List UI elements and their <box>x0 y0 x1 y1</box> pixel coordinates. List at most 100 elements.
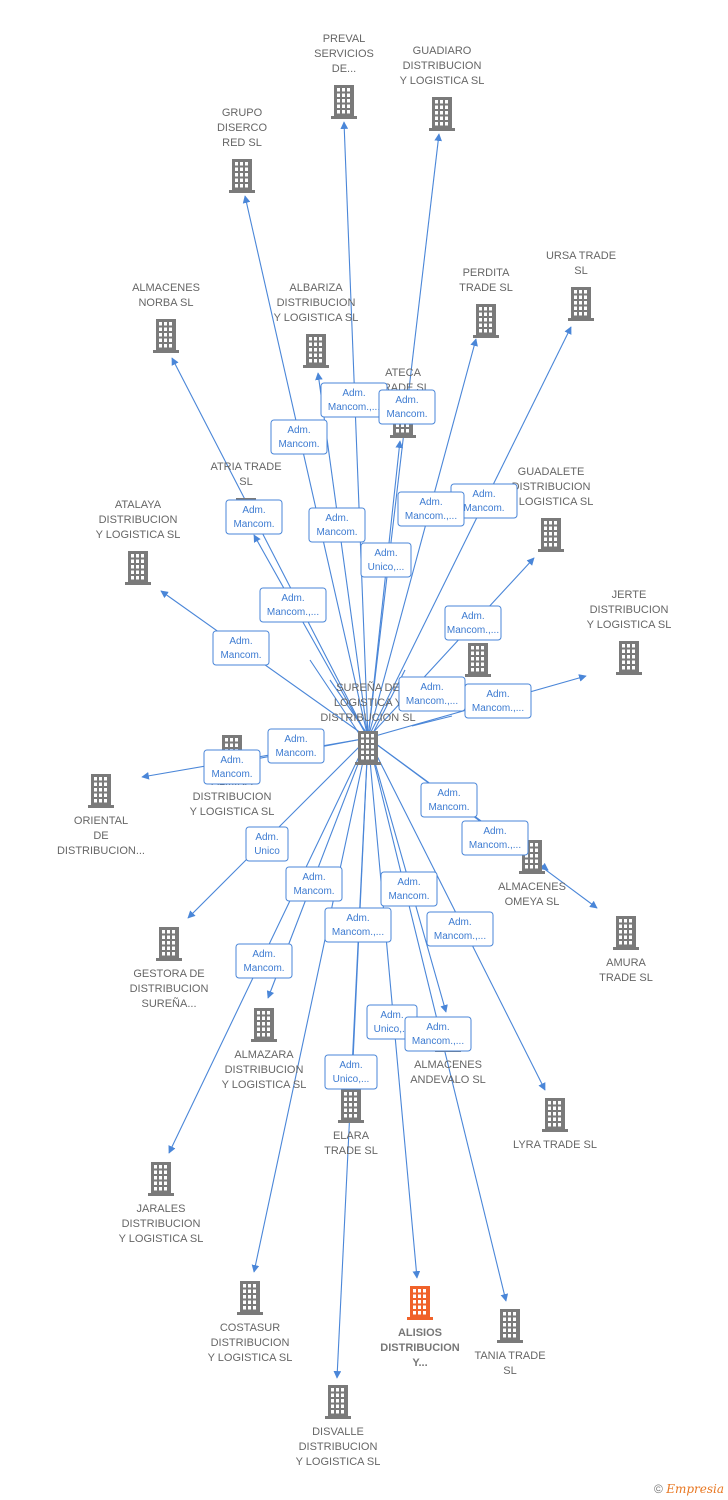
relation-label[interactable]: Adm.Mancom. <box>235 943 293 979</box>
edge-norba <box>171 357 369 739</box>
relation-label[interactable]: Adm.Mancom. <box>450 483 518 519</box>
building-icon <box>303 334 329 368</box>
building-icon <box>473 304 499 338</box>
relation-label[interactable]: Adm.Mancom.,... <box>398 676 466 712</box>
brand-logo[interactable]: Empresia <box>666 1482 724 1496</box>
node-preval[interactable]: PREVALSERVICIOSDE... <box>314 33 374 119</box>
building-icon <box>237 1281 263 1315</box>
relation-label[interactable]: Adm.Unico <box>245 826 289 862</box>
relation-label[interactable]: Adm.Mancom.,... <box>404 1016 472 1052</box>
relation-text: Adm. <box>380 1010 403 1021</box>
relation-label[interactable]: Adm.Mancom. <box>380 871 438 907</box>
node-label-line: DISTRIBUCION <box>277 297 356 309</box>
relation-label[interactable]: Adm.Mancom. <box>420 782 478 818</box>
node-label-line: SL <box>574 265 587 277</box>
node-label-line: ORIENTAL <box>74 815 128 827</box>
relation-text: Unico,... <box>374 1024 411 1035</box>
node-label-line: NORBA SL <box>138 297 193 309</box>
relation-text: Unico,... <box>368 562 405 573</box>
relation-text: Mancom. <box>211 769 252 780</box>
relation-text: Adm. <box>220 755 243 766</box>
node-label-line: DE... <box>332 63 356 75</box>
edge-grupo <box>242 195 369 739</box>
relation-text: Mancom. <box>278 439 319 450</box>
relation-label[interactable]: Adm.Mancom.,... <box>259 587 327 623</box>
node-label-line: ALMACENES <box>414 1059 482 1071</box>
building-icon <box>148 1162 174 1196</box>
relation-label[interactable]: Adm.Unico,... <box>324 1054 378 1090</box>
relation-label[interactable]: Adm.Mancom.,... <box>426 911 494 947</box>
node-label-line: ALMACENES <box>132 282 200 294</box>
node-label-line: DISTRIBUCION <box>225 1064 304 1076</box>
node-label-line: ALISIOS <box>398 1327 442 1339</box>
node-alisios[interactable]: ALISIOSDISTRIBUCIONY... <box>380 1286 460 1369</box>
relation-label[interactable]: Adm.Mancom.,... <box>324 907 392 943</box>
relation-text: Adm. <box>302 872 325 883</box>
node-label-line: ALBARIZA <box>289 282 343 294</box>
relation-text: Adm. <box>281 593 304 604</box>
node-label-line: DISTRIBUCION <box>299 1441 378 1453</box>
node-hidden[interactable] <box>465 643 491 677</box>
node-label-line: LYRA TRADE SL <box>513 1139 597 1151</box>
relation-label[interactable]: Adm.Mancom. <box>308 507 366 543</box>
relation-label[interactable]: Adm.Mancom. <box>225 499 283 535</box>
node-label-line: ALMAZARA <box>234 1049 294 1061</box>
relation-text: Adm. <box>448 917 471 928</box>
node-label-line: DISTRIBUCION <box>211 1337 290 1349</box>
edge-atria <box>253 534 369 739</box>
building-icon <box>338 1089 364 1123</box>
node-label-line: DISTRIBUCION <box>590 604 669 616</box>
relation-text: Mancom. <box>388 891 429 902</box>
relation-label[interactable]: Adm.Mancom. <box>378 389 436 425</box>
node-gestora[interactable]: GESTORA DEDISTRIBUCIONSUREÑA... <box>130 927 209 1010</box>
node-label-line: ELARA <box>333 1130 370 1142</box>
relation-label[interactable]: Adm.Mancom.,... <box>320 382 388 418</box>
node-lyra[interactable]: LYRA TRADE SL <box>513 1098 597 1151</box>
relation-label[interactable]: Adm.Mancom.,... <box>444 605 502 641</box>
relation-text: Mancom. <box>293 886 334 897</box>
relation-label[interactable]: Adm. Unico,... <box>360 542 412 578</box>
relation-text: Adm. <box>486 689 509 700</box>
node-label-line: TRADE SL <box>599 972 653 984</box>
relation-text: Adm. <box>374 548 397 559</box>
relation-text: Adm. <box>395 395 418 406</box>
relation-text: Adm. <box>461 611 484 622</box>
relation-label[interactable]: Adm.Mancom.,... <box>397 491 465 527</box>
node-label-line: OMEYA SL <box>505 896 560 908</box>
relation-label[interactable]: Adm.Mancom. <box>212 630 270 666</box>
node-label-line: SERVICIOS <box>314 48 374 60</box>
node-label-line: SUREÑA DE <box>336 681 400 694</box>
relation-label[interactable]: Adm. Mancom. <box>285 866 343 902</box>
relation-label[interactable]: Adm.Mancom. <box>267 728 325 764</box>
node-oriental[interactable]: ORIENTALDEDISTRIBUCION... <box>57 774 145 857</box>
relation-label[interactable]: Adm.Mancom. <box>270 419 328 455</box>
node-label-line: GUADIARO <box>413 45 472 57</box>
building-icon <box>613 916 639 950</box>
relation-label[interactable]: Adm.Mancom.,... <box>464 683 532 719</box>
relation-label[interactable]: Adm.Mancom.,... <box>461 820 529 856</box>
node-label-line: Y LOGISTICA SL <box>208 1352 293 1364</box>
relation-text: Mancom. <box>428 802 469 813</box>
node-norba[interactable]: ALMACENES NORBA SL <box>132 282 200 353</box>
relation-text: Adm. <box>339 1060 362 1071</box>
building-icon <box>153 319 179 353</box>
node-label-line: GUADALETE <box>518 466 585 478</box>
relation-label[interactable]: Adm. Mancom. <box>203 749 261 785</box>
